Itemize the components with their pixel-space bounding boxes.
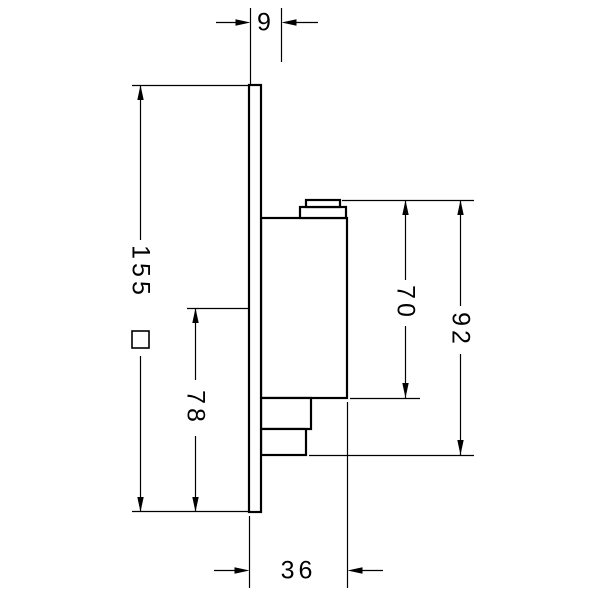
dim-label-top-width: 9 xyxy=(257,9,275,37)
dim-label-left-inner-height: 78 xyxy=(182,390,210,426)
arrowhead-left-icon xyxy=(281,19,297,26)
arrowhead-down-icon xyxy=(402,383,409,398)
dim-right-outer-height: 92 xyxy=(309,200,475,457)
wall-plate xyxy=(247,83,263,514)
dim-left-inner-height: 78 xyxy=(182,307,248,512)
product-profile xyxy=(247,83,349,514)
dim-bottom-depth: 36 xyxy=(214,402,383,588)
arrowhead-down-icon xyxy=(457,440,464,455)
arrowhead-right-icon xyxy=(235,19,251,26)
dim-label-bottom-depth: 36 xyxy=(281,557,317,585)
valve-body xyxy=(259,216,349,400)
valve-cap-flange xyxy=(298,205,348,220)
dim-label-right-inner-height: 70 xyxy=(392,285,420,321)
arrowhead-down-icon xyxy=(137,497,144,512)
arrowhead-up-icon xyxy=(192,308,199,323)
dim-label-left-height: 155 xyxy=(127,245,155,299)
valve-stem xyxy=(304,198,342,209)
lower-housing-upper xyxy=(259,396,313,431)
dim-left-height: 155 xyxy=(127,84,248,513)
dim-top-width: 9 xyxy=(216,8,318,84)
arrowhead-down-icon xyxy=(192,497,199,512)
arrowhead-right-icon xyxy=(234,567,250,574)
arrowhead-up-icon xyxy=(457,200,464,215)
arrowhead-up-icon xyxy=(137,85,144,100)
dim-right-inner-height: 70 xyxy=(342,199,474,400)
arrowhead-left-icon xyxy=(347,567,363,574)
lower-housing-lower xyxy=(259,427,308,457)
square-symbol-icon xyxy=(131,330,150,349)
dim-label-right-outer-height: 92 xyxy=(447,312,475,348)
arrowhead-up-icon xyxy=(402,200,409,215)
